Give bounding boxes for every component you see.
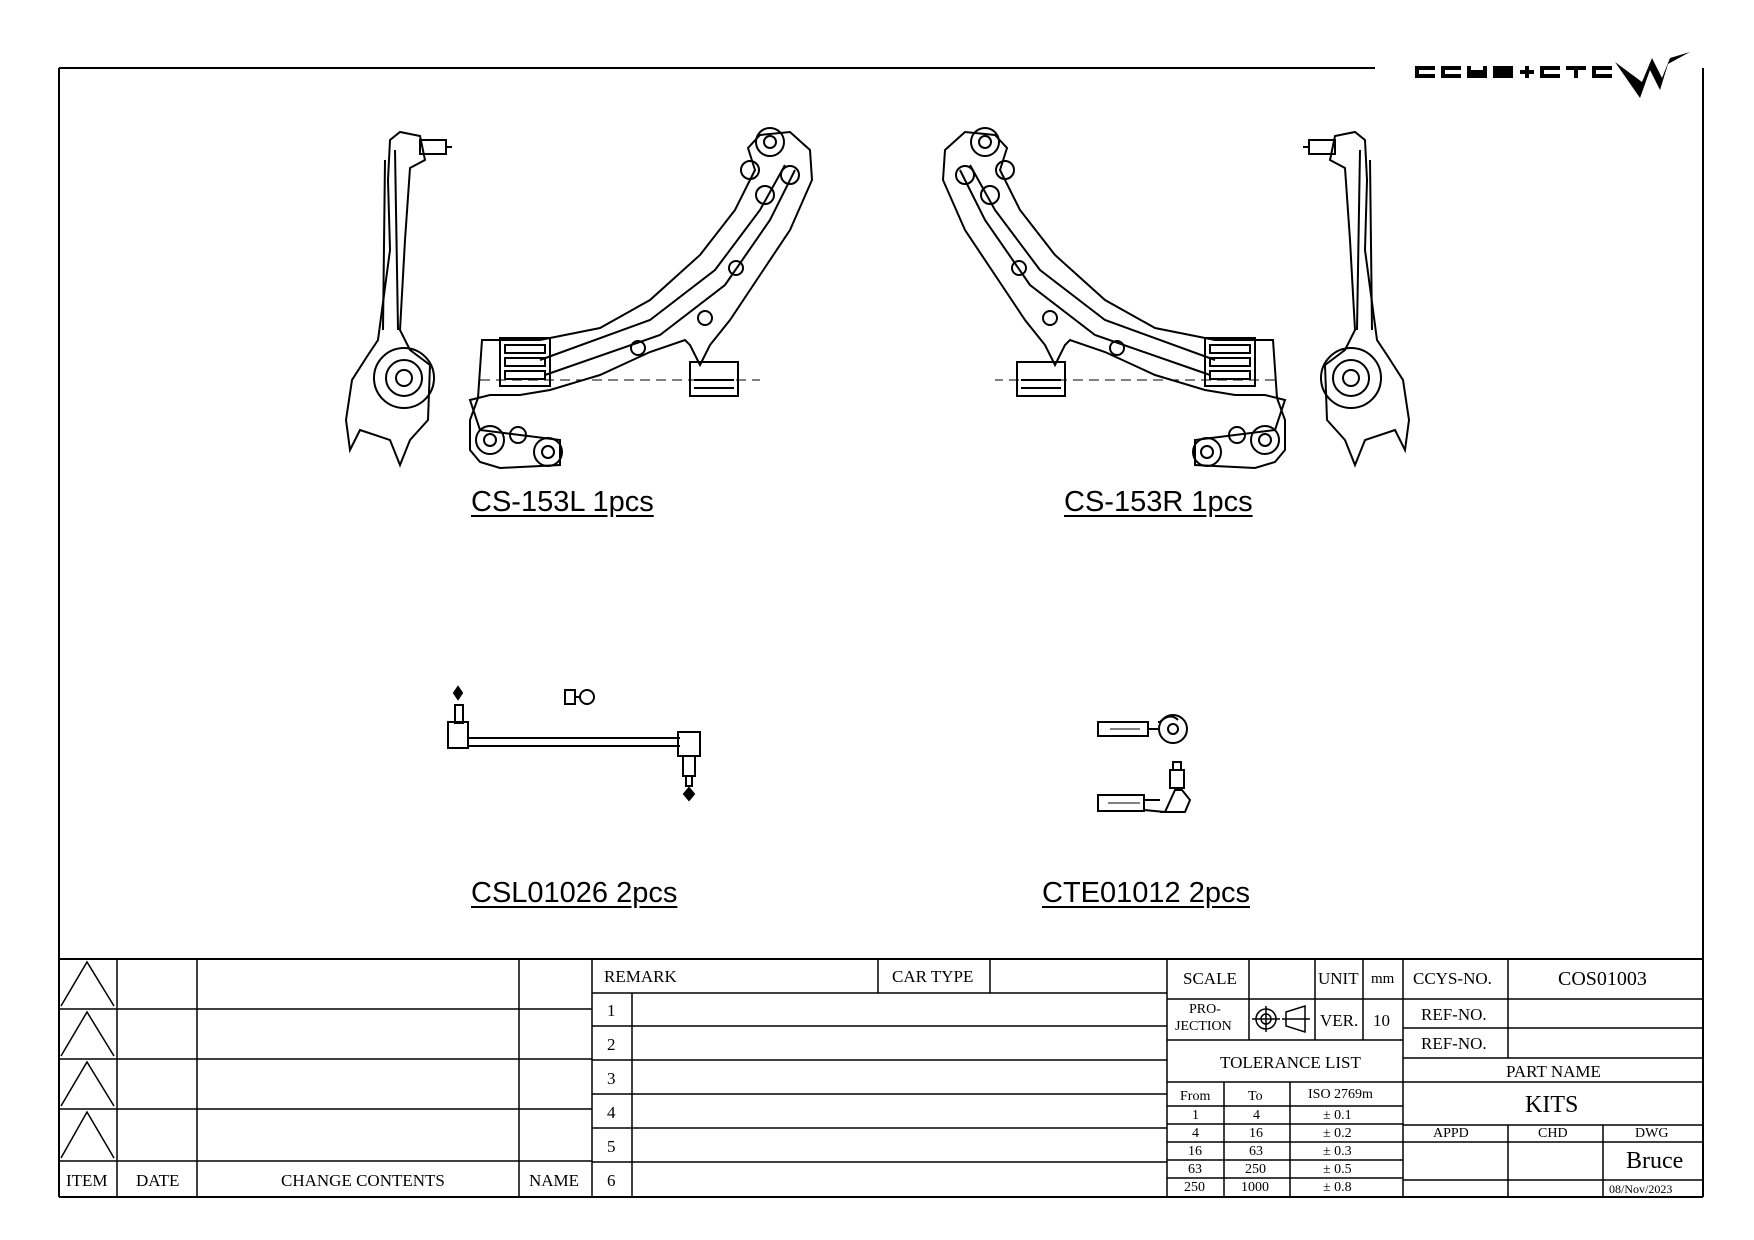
projection-label-1: PRO- — [1189, 1002, 1221, 1017]
tol-value-4: ± 0.5 — [1323, 1162, 1352, 1177]
ver-value: 10 — [1373, 1011, 1390, 1030]
tol-value-3: ± 0.3 — [1323, 1144, 1352, 1159]
tol-from-3: 16 — [1188, 1144, 1202, 1159]
remark-row-4: 4 — [607, 1103, 616, 1122]
tolerance-list-title: TOLERANCE LIST — [1220, 1053, 1361, 1072]
tol-value-5: ± 0.8 — [1323, 1180, 1352, 1195]
tol-from-1: 1 — [1192, 1108, 1199, 1123]
remark-label: REMARK — [604, 967, 677, 986]
part-label-cs153r: CS-153R 1pcs — [1064, 486, 1253, 518]
chd-label: CHD — [1538, 1126, 1568, 1141]
projection-label-2: JECTION — [1175, 1019, 1232, 1034]
tol-from-2: 4 — [1192, 1126, 1199, 1141]
scale-label: SCALE — [1183, 969, 1237, 988]
control-arm-left-drawing — [344, 127, 814, 470]
tol-to-2: 16 — [1249, 1126, 1263, 1141]
title-block-grid — [1403, 959, 1703, 1197]
header-name: NAME — [529, 1171, 580, 1190]
remark-row-3: 3 — [607, 1069, 616, 1088]
remark-row-1: 1 — [607, 1001, 616, 1020]
part-name-label: PART NAME — [1506, 1062, 1601, 1081]
remark-row-6: 6 — [607, 1171, 616, 1190]
unit-label: UNIT — [1318, 969, 1359, 988]
part-label-cte01012: CTE01012 2pcs — [1042, 877, 1250, 909]
remark-table-grid — [592, 959, 1168, 1197]
tol-to-5: 1000 — [1241, 1180, 1269, 1195]
tol-header-from: From — [1180, 1089, 1211, 1104]
header-date: DATE — [136, 1171, 180, 1190]
dwg-name: Bruce — [1626, 1148, 1684, 1174]
revision-table-grid — [59, 959, 593, 1197]
ccys-no-value: COS01003 — [1558, 968, 1647, 990]
tie-rod-end-drawing — [1097, 714, 1192, 814]
spec-table-grid — [1167, 959, 1404, 1197]
stabilizer-link-drawing — [447, 685, 701, 802]
dwg-date: 08/Nov/2023 — [1609, 1182, 1673, 1196]
tol-value-2: ± 0.2 — [1323, 1126, 1352, 1141]
remark-row-5: 5 — [607, 1137, 616, 1156]
tol-to-3: 63 — [1249, 1144, 1263, 1159]
dwg-label: DWG — [1635, 1126, 1669, 1141]
tol-header-to: To — [1248, 1089, 1263, 1104]
tol-to-4: 250 — [1245, 1162, 1266, 1177]
appd-label: APPD — [1433, 1126, 1469, 1141]
ver-label: VER. — [1320, 1011, 1359, 1030]
ref-no-label-2: REF-NO. — [1421, 1034, 1487, 1053]
car-type-label: CAR TYPE — [892, 967, 974, 986]
tol-from-5: 250 — [1184, 1180, 1205, 1195]
control-arm-right-drawing — [941, 127, 1411, 470]
tol-value-1: ± 0.1 — [1323, 1108, 1352, 1123]
header-change-contents: CHANGE CONTENTS — [281, 1171, 445, 1190]
remark-row-2: 2 — [607, 1035, 616, 1054]
tol-header-iso: ISO 2769m — [1308, 1087, 1373, 1102]
part-name-value: KITS — [1525, 1092, 1579, 1118]
header-item: ITEM — [66, 1171, 108, 1190]
ccys-no-label: CCYS-NO. — [1413, 969, 1492, 988]
tol-to-1: 4 — [1253, 1108, 1260, 1123]
part-label-csl01026: CSL01026 2pcs — [471, 877, 678, 909]
part-label-cs153l: CS-153L 1pcs — [471, 486, 654, 518]
ref-no-label-1: REF-NO. — [1421, 1005, 1487, 1024]
unit-value: mm — [1371, 971, 1395, 987]
ccys-ctc-logo — [1415, 52, 1690, 98]
tol-from-4: 63 — [1188, 1162, 1202, 1177]
sheet-frame — [58, 67, 1704, 1198]
